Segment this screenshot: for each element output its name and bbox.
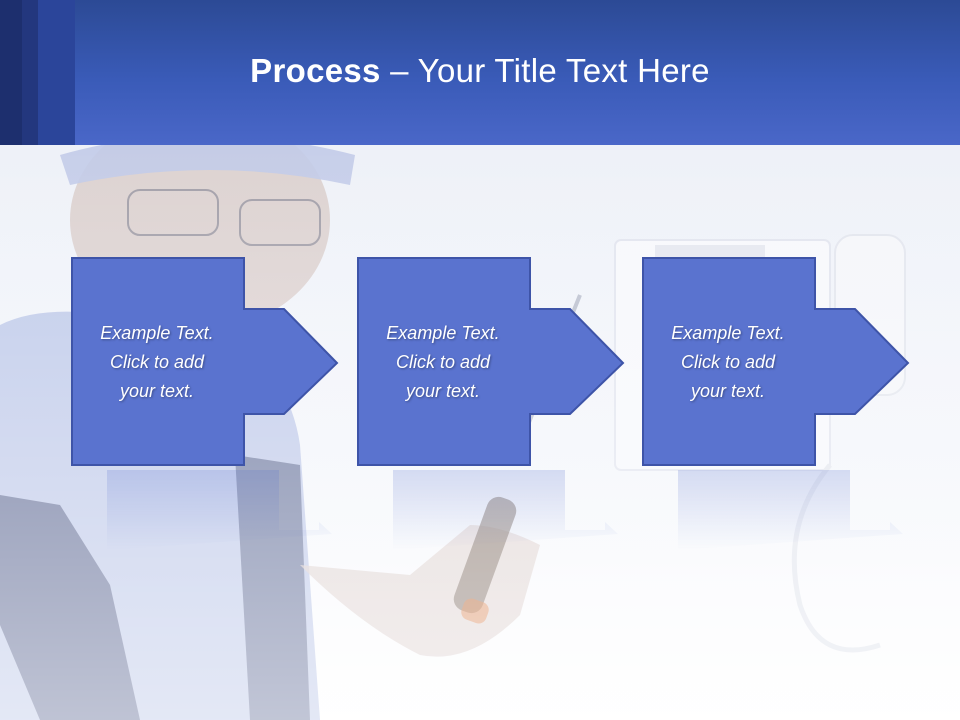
step-text: Example Text. Click to add your text. (671, 322, 785, 401)
title-rest: – Your Title Text Here (380, 52, 710, 89)
header-stripe (0, 0, 22, 145)
step-reflection (107, 470, 332, 550)
slide-title[interactable]: Process – Your Title Text Here (0, 52, 960, 90)
step-arrow-shape (71, 257, 339, 466)
step-reflection (678, 470, 903, 550)
step-text: Example Text. Click to add your text. (100, 322, 214, 401)
step-arrow-shape (642, 257, 910, 466)
step-reflection (393, 470, 618, 550)
process-step-2[interactable]: Example Text. Click to add your text. (357, 257, 697, 467)
step-text: Example Text. Click to add your text. (386, 322, 500, 401)
title-bold: Process (250, 52, 381, 89)
title-bar: Process – Your Title Text Here (0, 0, 960, 145)
header-stripe (38, 0, 75, 145)
step-arrow-shape (357, 257, 625, 466)
process-step-1[interactable]: Example Text. Click to add your text. (71, 257, 411, 467)
process-step-3[interactable]: Example Text. Click to add your text. (642, 257, 960, 467)
